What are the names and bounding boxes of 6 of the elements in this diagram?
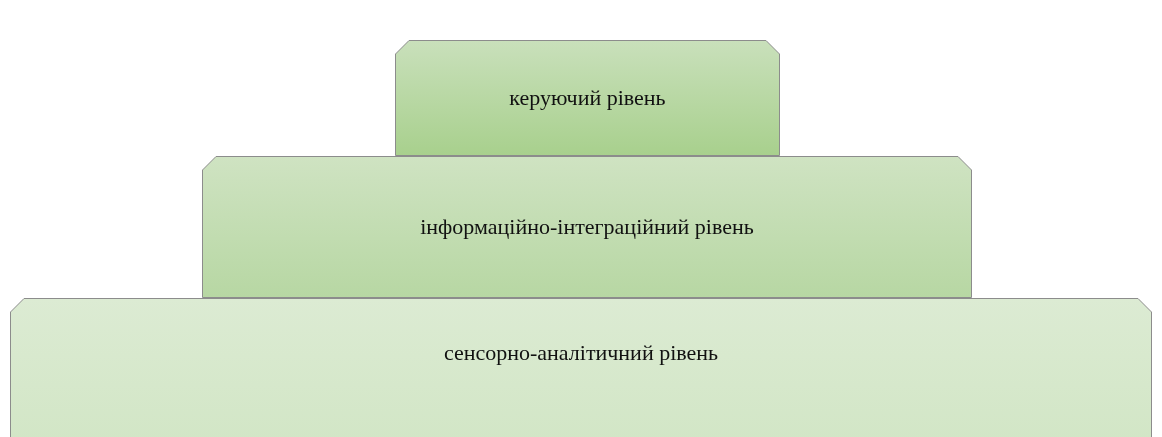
pyramid-level: [202, 156, 972, 298]
pyramid-level: [395, 40, 780, 156]
level-label: інформаційно-інтеграційний рівень: [419, 214, 755, 240]
level-label: керуючий рівень: [508, 85, 667, 111]
pyramid-level: [10, 298, 1152, 437]
level-label: сенсорно-аналітичний рівень: [442, 340, 720, 366]
